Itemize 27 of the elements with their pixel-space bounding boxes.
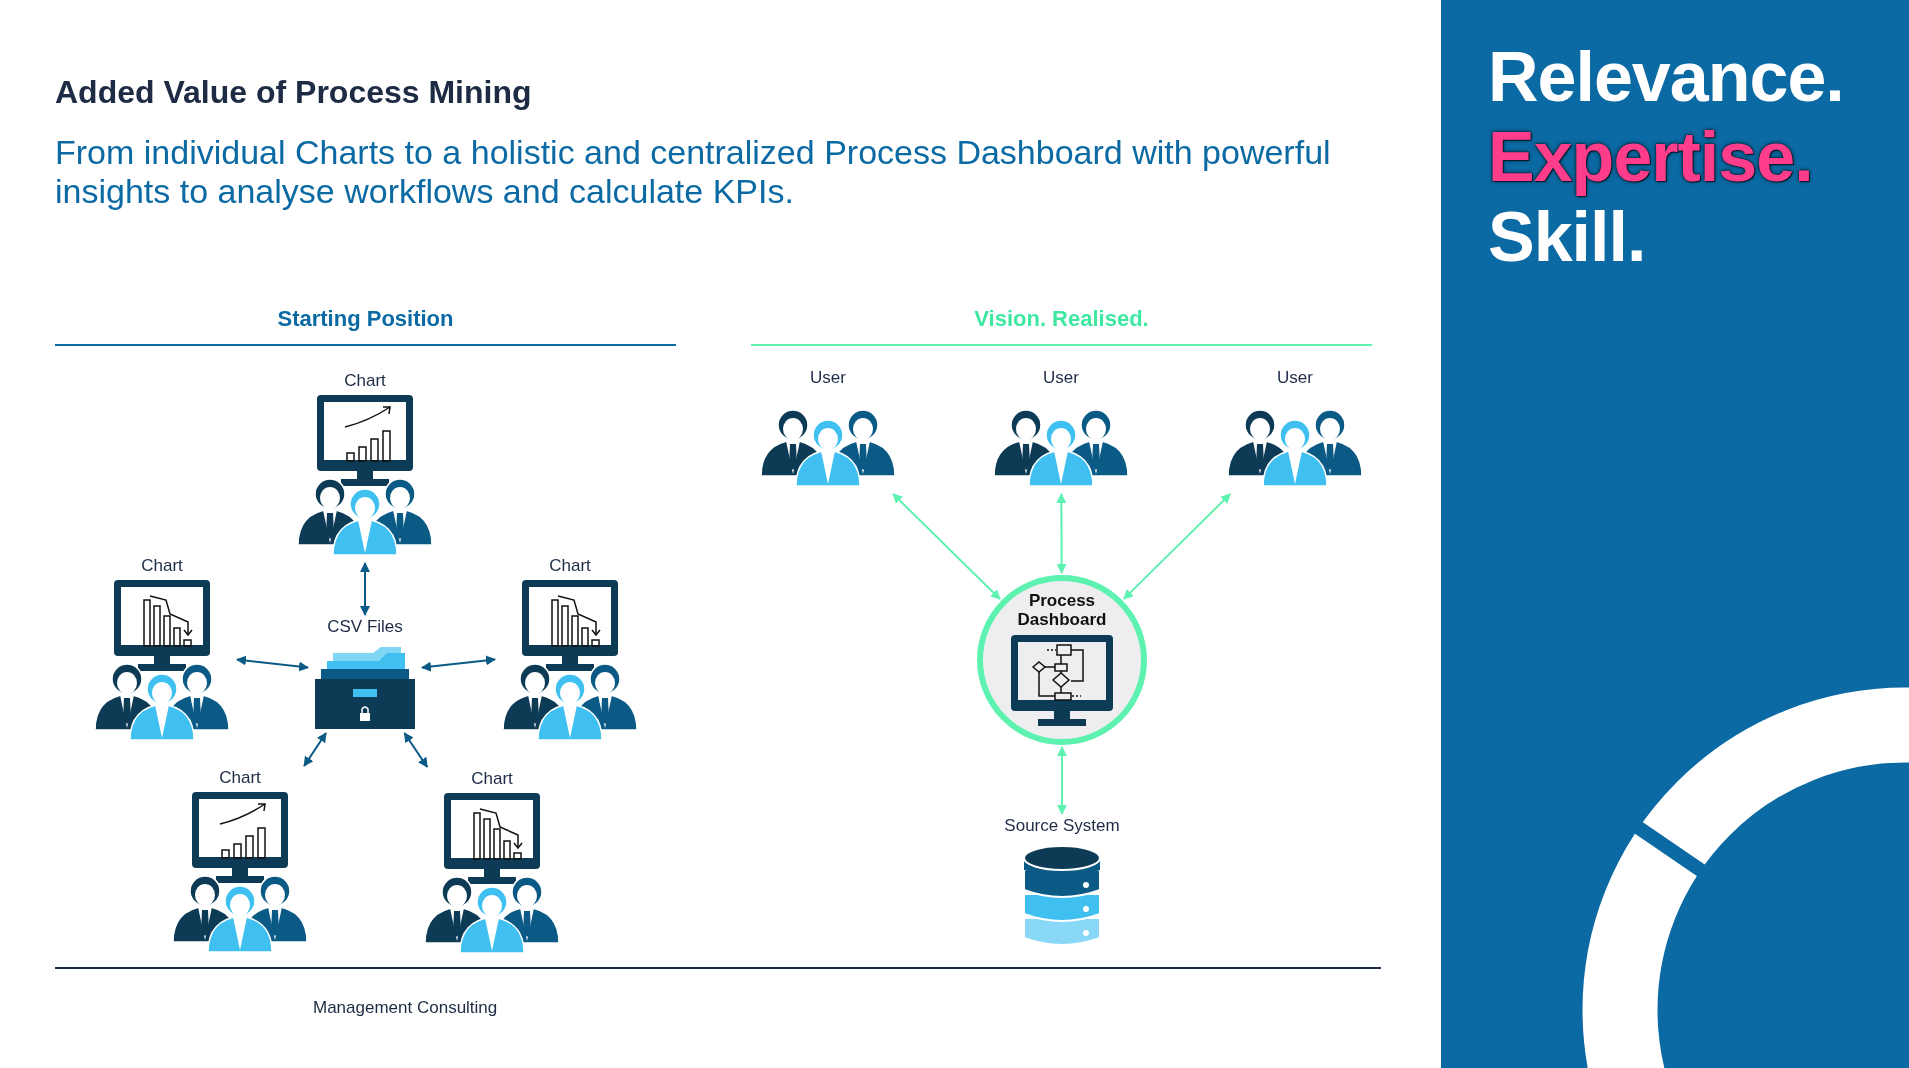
double-arrow: [1122, 493, 1232, 600]
node-label: Process Dashboard: [1016, 591, 1108, 630]
double-arrow: [403, 732, 429, 768]
node-label: User: [1042, 368, 1080, 388]
double-arrow: [303, 732, 327, 767]
node-label: Chart: [218, 768, 262, 788]
subtitle: From individual Charts to a holistic and centralized Process Dashboard with powerful insights to analyse workflows and calculate KPIs.: [55, 133, 1332, 212]
node-label: User: [809, 368, 847, 388]
double-arrow: [236, 655, 309, 672]
node-label: Chart: [548, 556, 592, 576]
node-label: Chart: [470, 769, 514, 789]
double-arrow: [892, 493, 1001, 600]
footer-text: Management Consulting: [313, 998, 499, 1018]
section-heading: Vision. Realised.: [973, 306, 1150, 332]
node-label: Source System: [1003, 816, 1121, 836]
section-heading: Starting Position: [276, 306, 455, 332]
double-arrow: [1057, 746, 1067, 815]
node-label: User: [1276, 368, 1314, 388]
slogan-line: Relevance.: [1488, 42, 1845, 112]
node-label: Chart: [140, 556, 184, 576]
double-arrow: [360, 562, 370, 616]
slogan-line: Skill.: [1488, 202, 1647, 272]
node-label: Chart: [343, 371, 387, 391]
double-arrow: [421, 655, 496, 672]
title: Added Value of Process Mining: [55, 74, 532, 111]
node-label: CSV Files: [326, 617, 404, 637]
double-arrow: [1056, 493, 1067, 574]
